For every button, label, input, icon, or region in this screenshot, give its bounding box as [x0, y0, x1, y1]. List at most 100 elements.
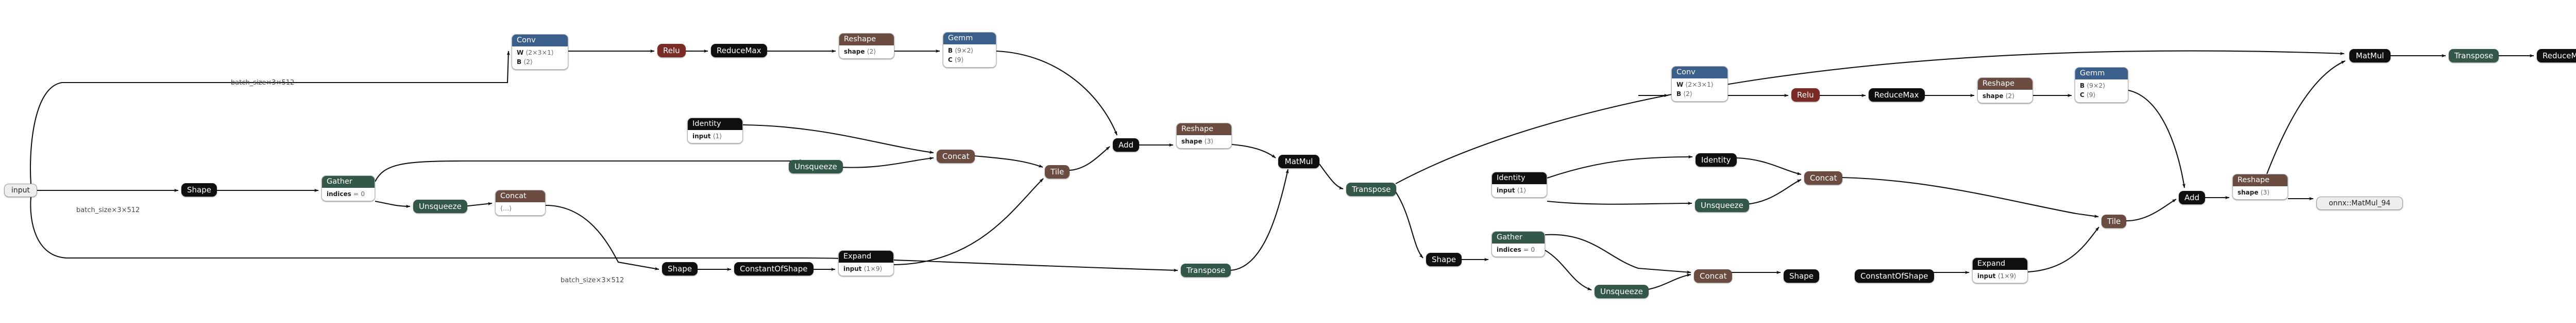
graph-node-add[interactable]: Add [1113, 138, 1140, 152]
graph-node-concat[interactable]: Concat [1694, 269, 1733, 283]
node-title: Concat [942, 151, 970, 161]
node-attributes: shape ⟨2⟩ [1978, 90, 2032, 103]
node-attributes: ⟨…⟩ [496, 202, 545, 216]
node-title: Transpose [2454, 51, 2494, 60]
graph-node-reducemax[interactable]: ReduceMax [1869, 88, 1925, 102]
graph-node-transpose[interactable]: Transpose [1181, 264, 1231, 277]
node-attribute: B ⟨9×2⟩ [948, 46, 991, 55]
node-header: Gather [1492, 232, 1545, 244]
attribute-op: = 0 [353, 190, 365, 198]
edge-label-el3: batch_size×3×512 [561, 277, 624, 284]
node-header: Reshape [1177, 123, 1231, 135]
graph-node-concat[interactable]: Concat [1804, 171, 1843, 185]
graph-node-reshape[interactable]: Reshape shape ⟨3⟩ [1176, 123, 1232, 149]
graph-node-unsqueeze[interactable]: Unsqueeze [413, 200, 467, 213]
node-title: Shape [1789, 271, 1814, 281]
node-header: Conv [512, 35, 568, 46]
node-title: Unsqueeze [794, 162, 837, 171]
node-attribute: W ⟨2×3×1⟩ [1676, 80, 1723, 89]
node-title: Relu [1797, 90, 1814, 100]
node-attributes: input ⟨1⟩ [688, 130, 742, 143]
attribute-key: C [948, 56, 953, 64]
attribute-value: ⟨3⟩ [2260, 188, 2270, 196]
graph-node-constantofshape[interactable]: ConstantOfShape [734, 262, 814, 276]
node-title: Identity [1701, 155, 1731, 165]
attribute-key: indices [1497, 246, 1521, 253]
graph-node-identity[interactable]: Identity [1696, 153, 1737, 167]
node-title: Shape [668, 264, 692, 273]
node-attribute: B ⟨9×2⟩ [2080, 81, 2123, 90]
node-attributes: input ⟨1⟩ [1492, 184, 1547, 198]
graph-node-unsqueeze[interactable]: Unsqueeze [1695, 199, 1749, 212]
graph-node-concat[interactable]: Concat [937, 150, 975, 163]
graph-node-reducemax[interactable]: ReduceMax [2537, 49, 2576, 62]
node-attribute: shape ⟨2⟩ [844, 47, 889, 56]
graph-node-matmul[interactable]: MatMul [1278, 155, 1319, 168]
graph-node-unsqueeze[interactable]: Unsqueeze [1595, 285, 1649, 298]
graph-node-shape[interactable]: Shape [662, 262, 698, 276]
node-header: Conv [1672, 67, 1727, 78]
graph-node-relu[interactable]: Relu [1791, 88, 1820, 102]
graph-node-constantofshape[interactable]: ConstantOfShape [1855, 269, 1934, 283]
node-attribute: B ⟨2⟩ [1676, 89, 1723, 99]
attribute-key: B [1676, 90, 1682, 98]
node-header: Reshape [2233, 174, 2287, 186]
graph-node-tile[interactable]: Tile [1045, 165, 1070, 179]
node-title: Concat [1700, 271, 1727, 281]
attribute-key: shape [1982, 92, 2004, 100]
node-title: Add [1118, 140, 1134, 150]
node-attributes: indices = 0 [322, 188, 375, 201]
graph-node-unsqueeze[interactable]: Unsqueeze [789, 160, 843, 173]
graph-node-matmul[interactable]: MatMul [2349, 49, 2391, 62]
graph-node-reducemax[interactable]: ReduceMax [711, 44, 767, 57]
node-title: Relu [663, 45, 680, 55]
graph-node-tile[interactable]: Tile [2102, 215, 2127, 228]
graph-node-shape[interactable]: Shape [181, 183, 217, 197]
graph-node-relu[interactable]: Relu [657, 44, 686, 57]
node-attribute: indices = 0 [327, 189, 370, 199]
node-title: MatMul [1284, 156, 1313, 166]
edge-label-el1: batch_size×3×512 [231, 79, 295, 87]
node-title: Transpose [1352, 184, 1391, 194]
node-attributes: input ⟨1×9⟩ [839, 263, 893, 276]
attribute-key: shape [1181, 138, 1202, 145]
attribute-value: ⟨2×3×1⟩ [526, 49, 554, 56]
attribute-value: ⟨2⟩ [867, 47, 876, 55]
node-header: Gather [322, 176, 375, 188]
graph-io-input[interactable]: input [4, 184, 38, 197]
graph-node-conv[interactable]: Conv W ⟨2×3×1⟩B ⟨2⟩ [1671, 66, 1728, 102]
graph-node-add[interactable]: Add [2179, 191, 2206, 204]
node-title: Unsqueeze [419, 201, 462, 211]
node-attributes: indices = 0 [1492, 244, 1545, 257]
node-header: Expand [839, 251, 893, 263]
graph-node-shape[interactable]: Shape [1426, 253, 1462, 266]
attribute-key: W [517, 49, 524, 56]
attribute-value: ⟨9⟩ [954, 56, 964, 64]
graph-node-concat[interactable]: Concat⟨…⟩ [495, 190, 546, 216]
node-attributes: shape ⟨3⟩ [2233, 186, 2287, 200]
node-attribute: input ⟨1⟩ [692, 132, 738, 141]
attribute-key: B [517, 58, 522, 66]
graph-node-transpose[interactable]: Transpose [1346, 183, 1397, 196]
attribute-value: ⟨9⟩ [2086, 91, 2096, 99]
attribute-key: W [1676, 81, 1684, 88]
graph-node-shape[interactable]: Shape [1784, 269, 1819, 283]
node-header: Reshape [839, 34, 894, 45]
graph-node-reshape[interactable]: Reshape shape ⟨2⟩ [839, 33, 894, 59]
node-attribute: shape ⟨3⟩ [1181, 137, 1227, 146]
graph-io-mm94[interactable]: onnx::MatMul_94 [2316, 197, 2403, 210]
node-title: ConstantOfShape [740, 264, 808, 273]
graph-node-transpose[interactable]: Transpose [2449, 49, 2499, 62]
